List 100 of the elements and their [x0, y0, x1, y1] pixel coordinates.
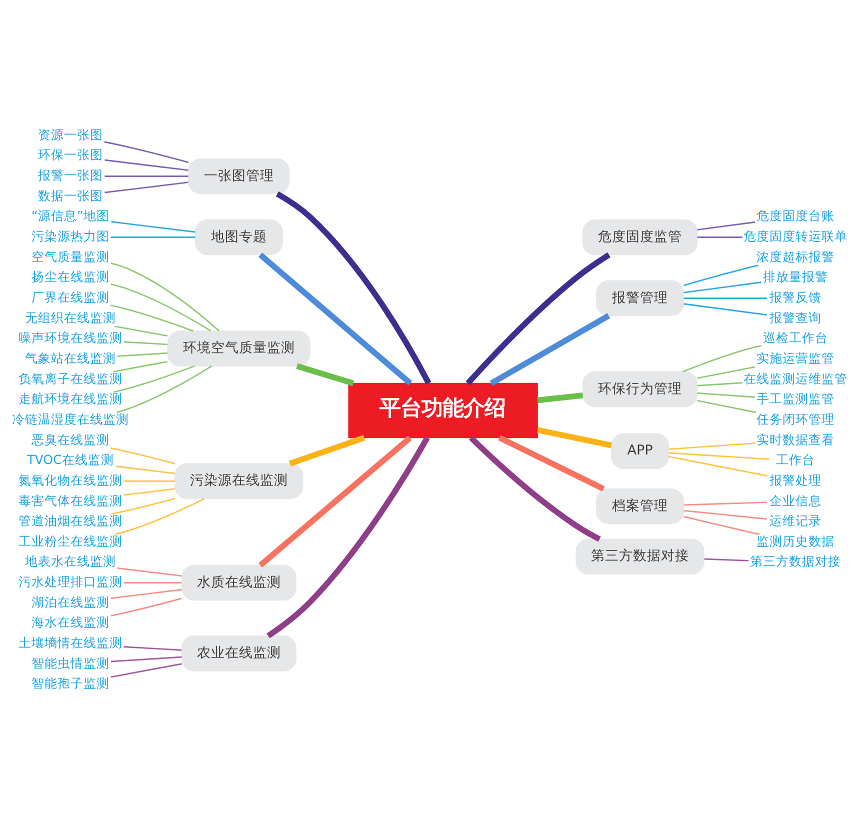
- node-text: 浓度超标报警: [756, 248, 834, 264]
- node-text: 工作台: [776, 452, 815, 467]
- node-text: 企业信息: [769, 492, 822, 508]
- node-box: 环保行为管理: [582, 370, 698, 407]
- connector: [683, 264, 759, 286]
- connector: [258, 435, 412, 567]
- connector: [104, 140, 189, 163]
- connector: [124, 480, 175, 482]
- connector: [697, 382, 743, 386]
- node-text: 任务闭环管理: [756, 410, 834, 426]
- node-text: 报警处理: [769, 472, 822, 487]
- node-box: 环境空气质量监测: [167, 330, 310, 366]
- connector: [668, 452, 770, 460]
- connector: [466, 252, 611, 385]
- node-box: 第三方数据对接: [576, 538, 704, 574]
- node-text: 无组织在线监测: [24, 309, 116, 324]
- node-text: 实施运营监管: [756, 350, 834, 365]
- node-text: 排放量报警: [762, 268, 828, 284]
- connector: [110, 236, 196, 238]
- node-text: 运维记录: [769, 512, 822, 528]
- node-text: 实时数据查看: [756, 431, 834, 446]
- connector: [490, 312, 610, 386]
- node-text: 气象站在线监测: [24, 350, 116, 365]
- node-text: 负氧离子在线监测: [18, 370, 122, 386]
- connector: [668, 442, 756, 450]
- connector: [116, 465, 175, 474]
- connector: [113, 360, 168, 372]
- node-text: 报警反馈: [769, 289, 822, 304]
- connector: [111, 220, 196, 232]
- connector: [124, 340, 168, 345]
- connector: [116, 364, 212, 413]
- connector: [684, 296, 767, 298]
- node-text: 手工监测监管: [756, 390, 834, 406]
- connector: [104, 181, 188, 193]
- node-text: 报警一张图: [38, 167, 103, 182]
- node-text: 危度固度转运联单: [743, 228, 848, 244]
- node-box: 水质在线监测: [181, 564, 296, 600]
- node-text: 扬尘在线监测: [31, 268, 110, 284]
- connector: [288, 434, 366, 466]
- connector: [266, 436, 430, 638]
- node-box: 危度固度监管: [582, 218, 698, 255]
- node-text: 污染源热力图: [31, 228, 110, 244]
- connector: [684, 302, 767, 316]
- connector: [258, 252, 412, 385]
- connector: [668, 455, 768, 476]
- connector: [704, 558, 749, 561]
- node-text: 恶臭在线监测: [31, 431, 110, 446]
- connector: [697, 399, 756, 413]
- connector: [104, 158, 188, 170]
- connector: [124, 582, 182, 583]
- connector: [124, 488, 175, 496]
- node-text: 走航环境在线监测: [18, 390, 122, 406]
- node-text: 冷链温湿度在线监测: [12, 410, 129, 426]
- node-text: 智能孢子监测: [31, 675, 110, 690]
- node-text: 在线监测运维监管: [743, 370, 848, 386]
- node-text: 监测历史数据: [756, 532, 834, 548]
- connector: [110, 446, 176, 464]
- node-text: 环保一张图: [38, 146, 103, 162]
- node-box: 农业在线监测: [181, 635, 296, 671]
- node-box: 报警管理: [596, 280, 684, 316]
- connector: [498, 434, 605, 491]
- node-box: 一张图管理: [188, 158, 290, 194]
- node-text: TVOC在线监测: [27, 452, 114, 467]
- node-text: 工业粉尘在线监测: [18, 532, 122, 548]
- node-box: 污染源在线监测: [174, 462, 304, 499]
- connector: [296, 362, 354, 386]
- node-text: 地表水在线监测: [24, 553, 116, 568]
- node-text: 危度固度台账: [756, 208, 834, 223]
- node-text: 土壤墒情在线监测: [18, 634, 122, 650]
- node-text: 资源一张图: [38, 126, 103, 142]
- node-text: 厂界在线监测: [31, 289, 110, 304]
- node-text: 毒害气体在线监测: [18, 492, 122, 508]
- node-text: 巡检工作台: [762, 330, 828, 345]
- node-text: 管道油烟在线监测: [18, 512, 122, 528]
- node-text: 空气质量监测: [31, 248, 110, 264]
- node-text: “源信息”地图: [31, 208, 110, 223]
- node-text: 报警查询: [769, 309, 822, 324]
- node-box: 档案管理: [596, 488, 684, 524]
- node-text: 噪声环境在线监测: [18, 330, 122, 345]
- connector: [110, 597, 182, 616]
- connector: [697, 392, 755, 398]
- connector: [697, 220, 756, 230]
- node-box: APP: [610, 432, 670, 469]
- node-text: 污水处理排口监测: [18, 574, 122, 589]
- connector: [110, 304, 194, 332]
- connector: [114, 325, 168, 336]
- connector: [684, 509, 767, 520]
- connector: [114, 364, 195, 392]
- connector: [684, 281, 762, 293]
- connector: [104, 175, 188, 176]
- connector: [682, 344, 762, 372]
- connector: [697, 366, 756, 378]
- connector: [110, 588, 182, 598]
- connector: [117, 352, 168, 356]
- node-text: 湖泊在线监测: [31, 594, 110, 609]
- node-text: 智能虫情监测: [31, 654, 110, 670]
- connector: [110, 283, 212, 331]
- connector: [110, 262, 220, 331]
- node-box: 平台功能介绍: [348, 382, 538, 438]
- connector: [117, 566, 182, 576]
